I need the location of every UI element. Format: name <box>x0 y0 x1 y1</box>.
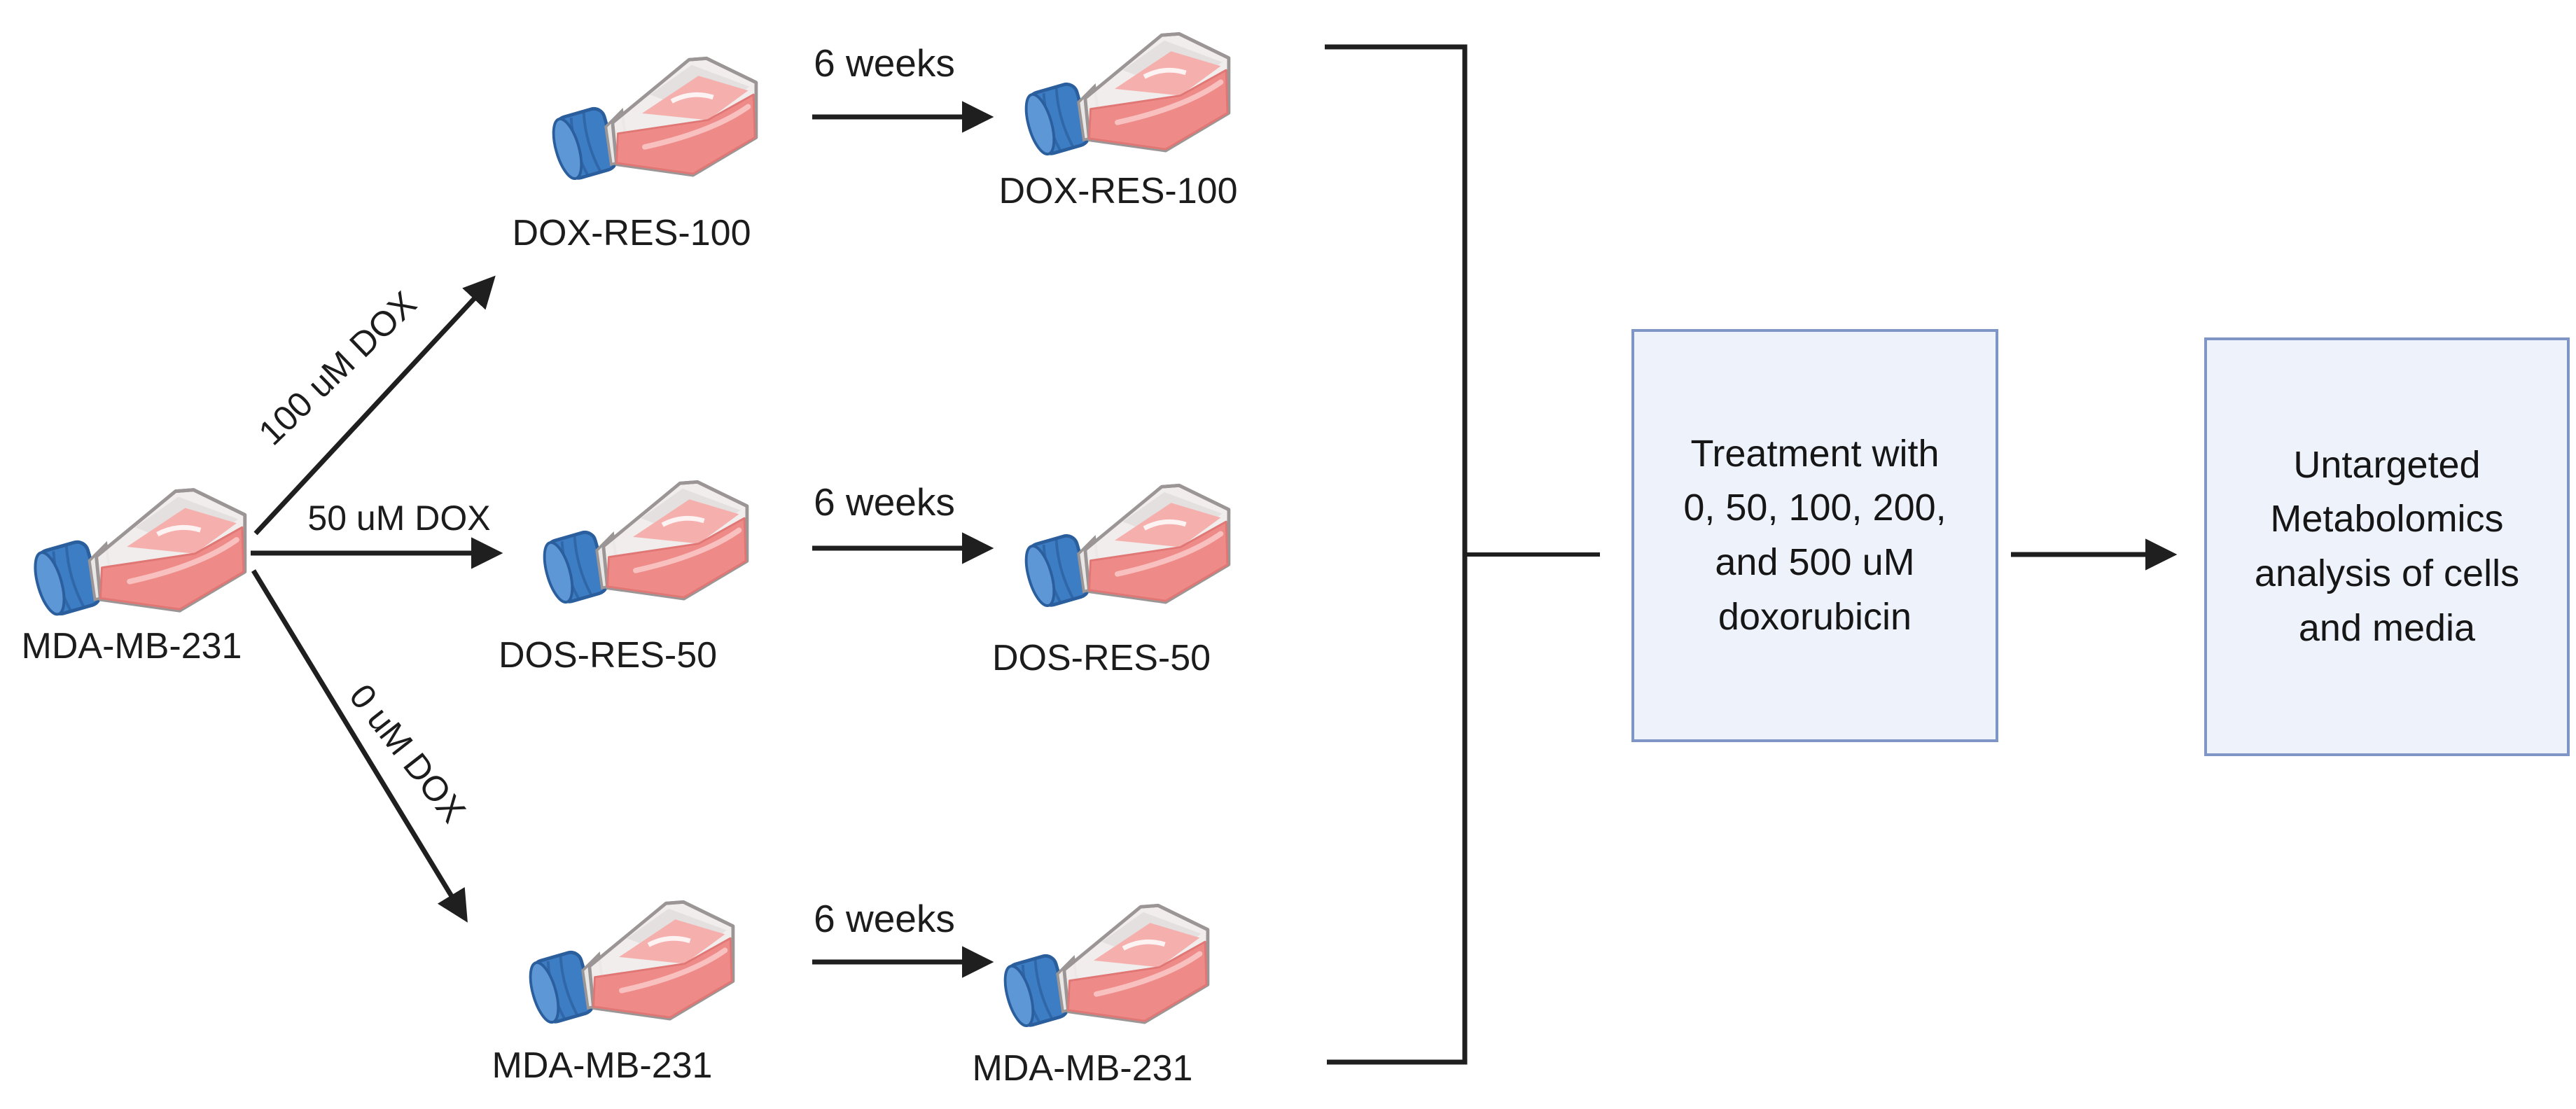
culture-flask-icon-mda-mb-231-a <box>520 875 751 1036</box>
source-flask-label: MDA-MB-231 <box>21 626 242 667</box>
flask-label-dos-res-50-b: DOS-RES-50 <box>991 638 1211 678</box>
dose-label-50um: 50 uM DOX <box>307 498 491 538</box>
culture-flask-icon-dos-res-50-a <box>534 455 765 616</box>
culture-flask-icon-dox-res-100-a <box>543 32 774 193</box>
flask-label-mda-mb-231-b: MDA-MB-231 <box>972 1048 1193 1089</box>
flask-label-mda-mb-231-a: MDA-MB-231 <box>492 1045 713 1086</box>
grouping-bracket <box>1325 44 1468 1065</box>
culture-flask-icon-dos-res-50-b <box>1015 459 1246 620</box>
treatment-box: Treatment with 0, 50, 100, 200, and 500 … <box>1631 329 1998 742</box>
flask-label-dos-res-50-a: DOS-RES-50 <box>498 635 718 676</box>
duration-label-middle: 6 weeks <box>814 480 955 524</box>
dose-arrow-0um <box>251 569 468 923</box>
analysis-box: Untargeted Metabolomics analysis of cell… <box>2204 337 2570 756</box>
duration-label-top: 6 weeks <box>814 41 955 85</box>
flask-label-dox-res-100-b: DOX-RES-100 <box>998 171 1238 211</box>
culture-flask-icon-source <box>25 462 263 629</box>
flask-label-dox-res-100-a: DOX-RES-100 <box>512 213 751 253</box>
culture-flask-icon-dox-res-100-b <box>1015 7 1246 168</box>
culture-flask-icon-mda-mb-231-b <box>994 879 1225 1040</box>
duration-label-bottom: 6 weeks <box>814 897 955 940</box>
dose-arrow-100um <box>253 275 496 536</box>
